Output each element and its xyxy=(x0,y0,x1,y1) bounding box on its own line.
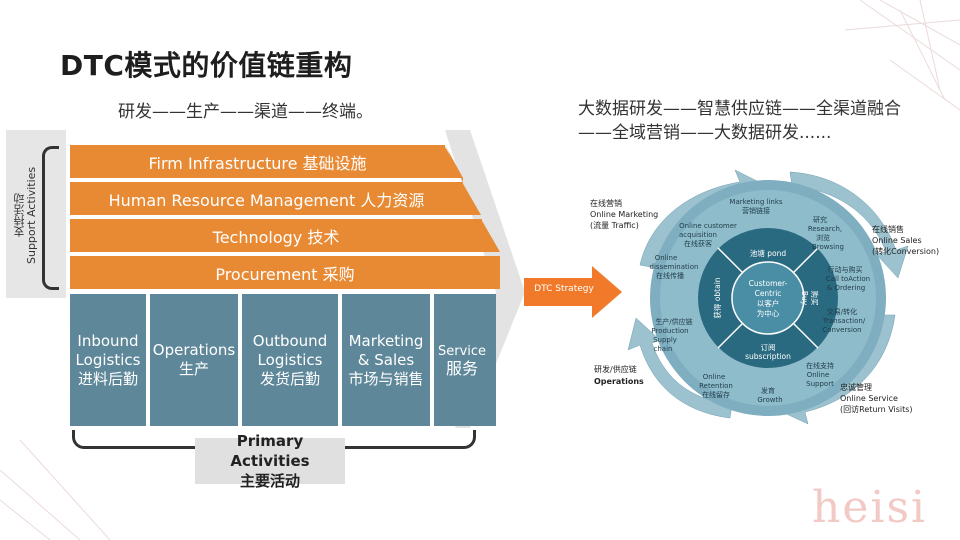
ring-label: Call toAction xyxy=(826,275,870,283)
inner-top-label: 池塘 pond xyxy=(750,248,786,258)
center-line-2: Centric xyxy=(755,289,782,298)
ring-label: 在线留存 xyxy=(702,390,730,399)
box-label-cn: 发货后勤 xyxy=(259,369,320,388)
ring-label: 交易/转化 xyxy=(827,307,857,316)
subtitle-right: 大数据研发——智慧供应链——全渠道融合——全域营销——大数据研发...... xyxy=(578,99,901,143)
ring-label: Retention xyxy=(699,382,733,390)
subtitle-left: 研发——生产——渠道——终端。 xyxy=(118,102,373,122)
outer-label: 忠诚管理 xyxy=(840,382,872,392)
ring-label: acquisition xyxy=(679,231,717,239)
ring-label: 在线传播 xyxy=(656,271,684,280)
primary-label-en: Primary Activities xyxy=(230,432,310,470)
ring-label: Online xyxy=(703,373,726,381)
inner-right-cn: 购买 xyxy=(810,291,820,306)
box-label-en2: & Sales xyxy=(357,350,415,369)
outer-label: Operations xyxy=(594,377,644,386)
outer-label: (回访Return Visits) xyxy=(840,404,913,414)
center-line-3: 以客户 xyxy=(757,298,780,308)
ring-label: Support xyxy=(806,380,834,388)
outer-label: Online Service xyxy=(840,394,898,403)
box-label-en1: Inbound xyxy=(77,331,139,350)
watermark-text: heisi xyxy=(812,482,928,533)
inner-left-label: 获得 obtain xyxy=(712,277,722,318)
inner-bottom-cn: 订阅 xyxy=(761,342,776,352)
box-label-en1: Outbound xyxy=(252,331,328,350)
support-bar-human-resource: Human Resource Management 人力资源 xyxy=(70,182,463,215)
ring-label: & Ordering xyxy=(827,284,865,292)
ring-label: Research, xyxy=(808,225,842,233)
ring-label: Transaction/ xyxy=(822,317,866,325)
ring-label: Marketing links xyxy=(729,198,782,206)
ring-label: Growth xyxy=(757,396,782,404)
outer-label: (转化Conversion) xyxy=(872,246,939,256)
ring-labels: Marketing links 营销链接 研究 Research, 浏览 Bro… xyxy=(650,198,871,404)
box-label-en2: Logistics xyxy=(75,350,141,369)
ring-label: 行动与购买 xyxy=(828,265,863,274)
center-line-1: Customer- xyxy=(749,279,788,288)
ring-label: Supply xyxy=(653,336,677,344)
ring-label: 生产/供应链 xyxy=(655,317,692,326)
ring-label: 营销链接 xyxy=(742,206,770,215)
center-line-4: 为中心 xyxy=(757,308,780,318)
inner-dividers xyxy=(717,247,819,349)
box-label-en1: Service xyxy=(438,344,487,359)
ring-label: 浏览 xyxy=(816,233,830,242)
box-label-cn: 服务 xyxy=(446,359,479,378)
box-label-cn: 市场与销售 xyxy=(348,369,424,388)
outer-label: Online Sales xyxy=(872,236,922,245)
support-bar-procurement: Procurement 采购 xyxy=(70,256,500,289)
ring-label: Online customer xyxy=(679,222,737,230)
support-bar-firm-infrastructure: Firm Infrastructure 基础设施 xyxy=(70,145,445,178)
dtc-strategy-label: DTC Strategy xyxy=(534,284,594,294)
outer-labels: 在线营销 Online Marketing (流量 Traffic) 在线销售 … xyxy=(590,198,939,414)
ring-label: Online xyxy=(655,254,678,262)
box-label-cn: 生产 xyxy=(178,360,209,378)
outer-label: 研发/供应链 xyxy=(594,364,637,374)
outer-label: (流量 Traffic) xyxy=(590,220,639,230)
outer-label: 在线营销 xyxy=(590,198,622,208)
support-bracket xyxy=(42,146,59,290)
box-label-en1: Marketing xyxy=(348,331,424,350)
ring-label: 在线支持 xyxy=(806,361,834,370)
inner-right-en: Buy xyxy=(800,291,809,306)
ring-center xyxy=(731,261,805,335)
ring-label: chain xyxy=(654,345,673,353)
page-title: DTC模式的价值链重构 xyxy=(60,49,353,82)
inner-bottom-en: subscription xyxy=(745,352,791,361)
outer-label: Online Marketing xyxy=(590,210,658,219)
box-label-en1: Operations xyxy=(152,341,236,359)
primary-activities-label: Primary Activities 主要活动 xyxy=(195,432,345,490)
ring-label: Conversion xyxy=(822,326,861,334)
ring-label: 研究 xyxy=(813,215,827,224)
outer-cycle-arrows xyxy=(627,169,909,425)
ring-label: Online xyxy=(807,371,830,379)
ring-label: dissemination xyxy=(650,263,699,271)
support-bar-technology: Technology 技术 xyxy=(70,219,482,252)
dtc-wheel-diagram: Customer- Centric 以客户 为中心 池塘 pond 订阅 sub… xyxy=(590,169,939,425)
primary-label-cn: 主要活动 xyxy=(239,472,300,490)
box-label-en2: Logistics xyxy=(257,350,323,369)
ring-label: Production xyxy=(651,327,688,335)
support-activities-panel xyxy=(6,130,66,298)
ring-label: 发育 xyxy=(761,386,775,395)
ring-label: Browsing xyxy=(812,243,844,251)
outer-label: 在线销售 xyxy=(872,224,904,234)
box-label-cn: 进料后勤 xyxy=(77,369,138,388)
ring-label: 在线获客 xyxy=(684,239,712,248)
